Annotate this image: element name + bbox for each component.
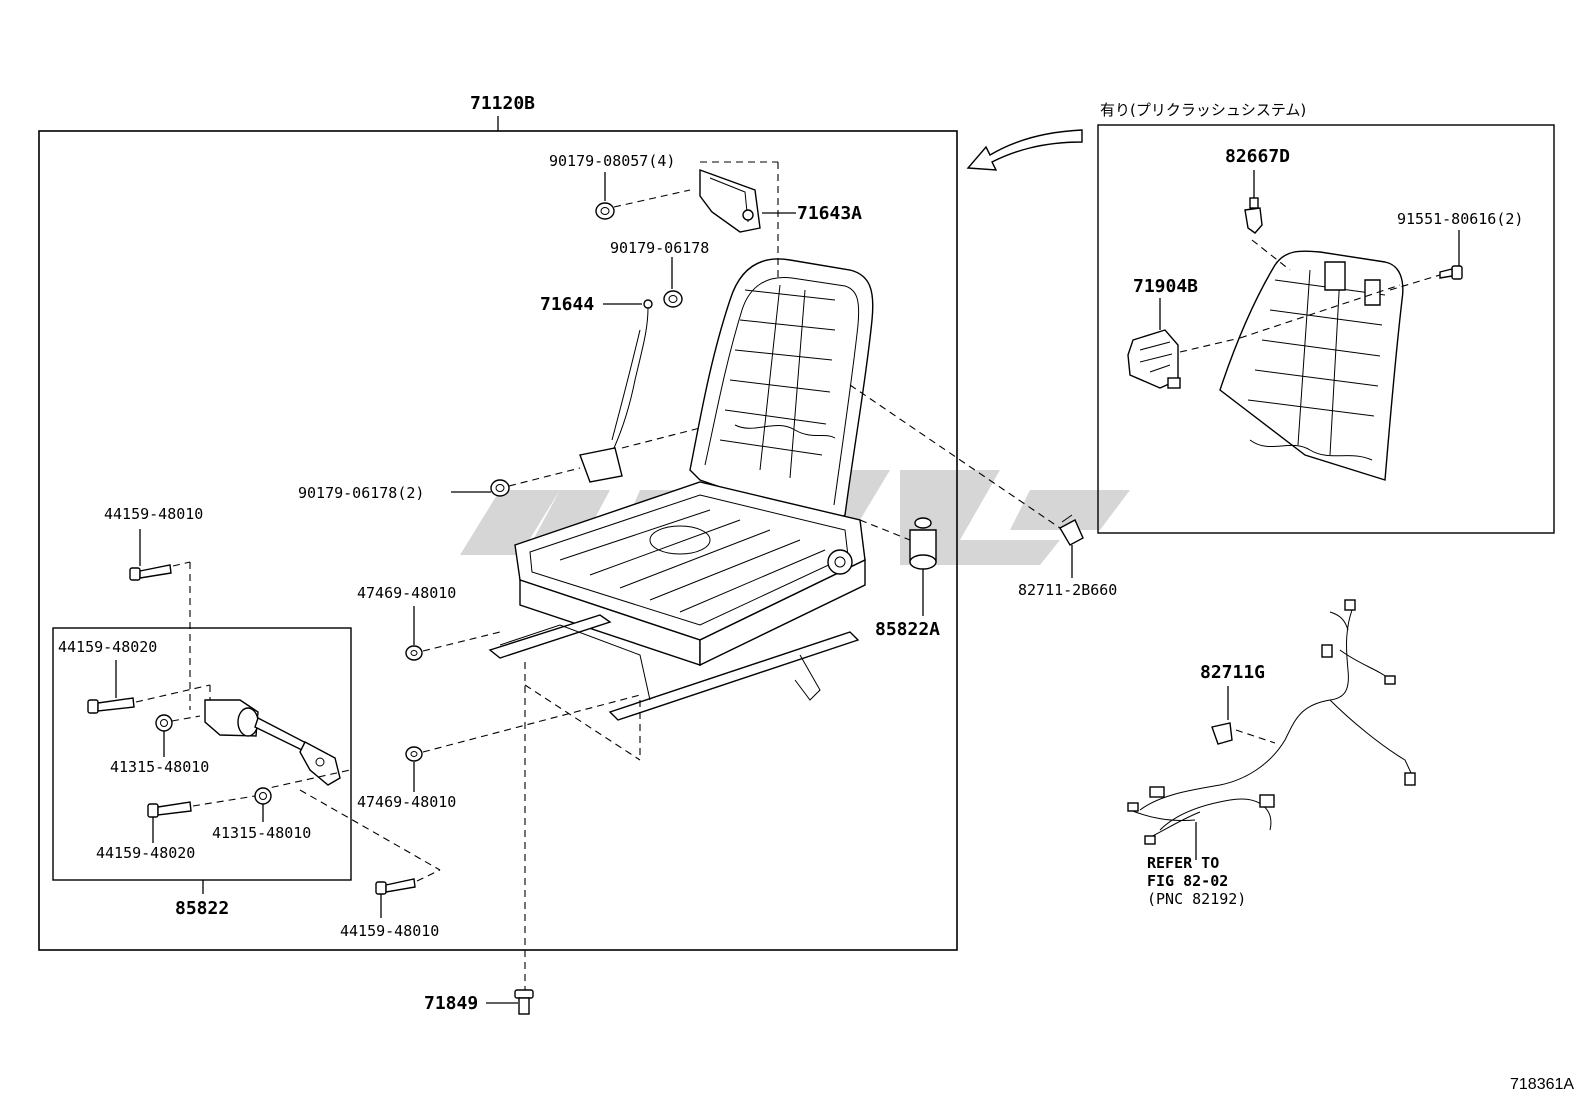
clip-icon: [1244, 197, 1263, 234]
part-label-82711-2B660[interactable]: 82711-2B660: [1018, 581, 1117, 599]
clip-icon: [1211, 722, 1233, 745]
part-label-82667D[interactable]: 82667D: [1225, 146, 1290, 167]
part-label-47469-48010-top[interactable]: 47469-48010: [357, 584, 456, 602]
option-frame-box: [1097, 124, 1555, 534]
part-label-44159-48020-top[interactable]: 44159-48020: [58, 638, 157, 656]
seat-frame-illustration: [488, 258, 874, 721]
part-label-90179-06178-2[interactable]: 90179-06178(2): [298, 484, 424, 502]
part-label-90179-08057[interactable]: 90179-08057(4): [549, 152, 675, 170]
actuator-85822-icon: [204, 699, 341, 786]
bolt-icon: [129, 564, 172, 581]
part-label-85822[interactable]: 85822: [175, 898, 229, 919]
bolt-icon: [514, 989, 534, 1015]
bolt-icon: [1439, 265, 1463, 280]
refer-line-1: REFER TO: [1147, 854, 1219, 872]
refer-line-2: FIG 82-02: [1147, 872, 1228, 890]
part-label-44159-48020-bottom[interactable]: 44159-48020: [96, 844, 195, 862]
module-71904B-icon: [1127, 329, 1181, 389]
bolt-icon: [87, 697, 135, 714]
part-label-44159-48010-top[interactable]: 44159-48010: [104, 505, 203, 523]
part-label-71644[interactable]: 71644: [540, 294, 594, 315]
bolt-icon: [375, 878, 416, 895]
nut-icon: [490, 479, 510, 497]
part-label-44159-48010-bottom[interactable]: 44159-48010: [340, 922, 439, 940]
sensor-85822A-icon: [909, 517, 937, 570]
main-frame-title[interactable]: 71120B: [470, 93, 535, 114]
washer-icon: [405, 746, 423, 762]
part-label-91551-80616[interactable]: 91551-80616(2): [1397, 210, 1523, 228]
part-label-85822A[interactable]: 85822A: [875, 619, 940, 640]
bracket-71643A-icon: [699, 169, 761, 233]
part-label-71904B[interactable]: 71904B: [1133, 276, 1198, 297]
figure-id: 718361A: [1510, 1076, 1574, 1093]
nut-icon: [595, 202, 615, 220]
option-frame-title: 有り(プリクラッシュシステム): [1100, 101, 1306, 119]
part-label-41315-48010-right[interactable]: 41315-48010: [212, 824, 311, 842]
refer-line-3: (PNC 82192): [1147, 890, 1246, 908]
part-label-82711G[interactable]: 82711G: [1200, 662, 1265, 683]
subassembly-85822-box: [52, 627, 352, 881]
seatback-option-illustration: [1219, 250, 1404, 481]
part-label-41315-48010-left[interactable]: 41315-48010: [110, 758, 209, 776]
washer-icon: [405, 645, 423, 661]
part-label-47469-48010-bottom[interactable]: 47469-48010: [357, 793, 456, 811]
cable-71644-icon: [613, 299, 653, 449]
part-label-71849[interactable]: 71849: [424, 993, 478, 1014]
clip-icon: [1059, 514, 1084, 546]
nut-icon: [155, 714, 173, 732]
part-label-90179-06178[interactable]: 90179-06178: [610, 239, 709, 257]
part-label-71643A[interactable]: 71643A: [797, 203, 862, 224]
nut-icon: [254, 787, 272, 805]
arrow-icon: [966, 129, 1083, 171]
bolt-icon: [147, 801, 192, 818]
nut-icon: [663, 290, 683, 308]
wire-harness-icon: [1127, 599, 1416, 845]
